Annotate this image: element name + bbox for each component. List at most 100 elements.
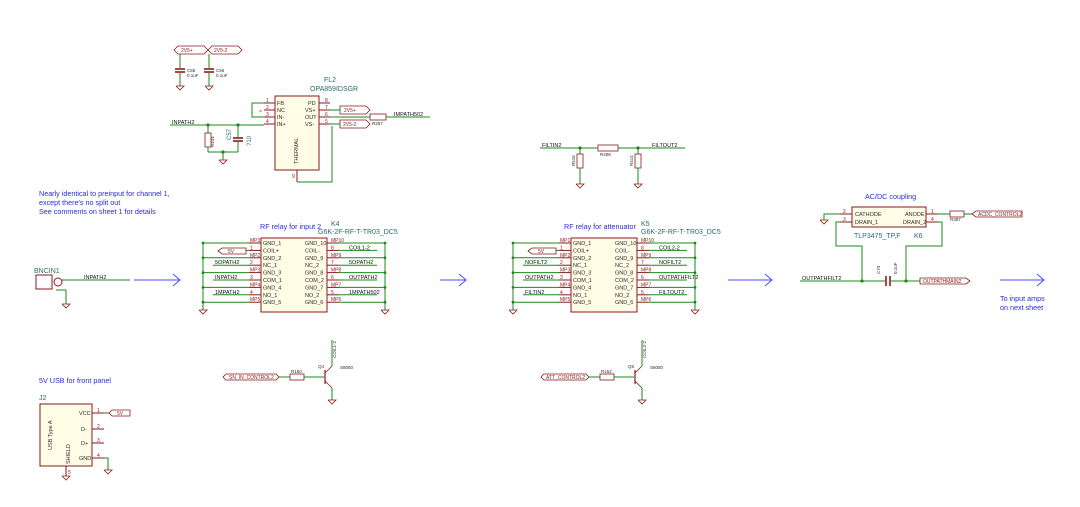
k4-pin-mp3-name: GND_1 [263,241,281,247]
k5-rpin-mp10-name: GND_10 [615,241,636,247]
net-filtout2-label: FILTOUT2 [652,143,677,149]
k4-rpin-8-name: COIL- [305,248,320,254]
usb-j2: J2 USB Type A SHIELD VCC D- D+ GND 1 2 3… [39,395,131,481]
usb-type: USB Type A [48,420,54,450]
k4-pin-mp2-num: MP2 [250,253,261,259]
k4-rpin-5-name: NO_2 [305,293,319,299]
net-inpath2-label: INPATH2 [172,120,194,126]
k4-rpin-7-num: 7 [331,260,334,266]
k6-anode-name: ANODE [905,212,925,218]
k4-pin-2-num: 2 [250,260,253,266]
opamp-pin1-name: FB [277,101,284,107]
k5-net-right-1: COIL2-2 [659,245,680,251]
k5-pin-mp3-name: GND_3 [573,271,591,277]
usb-gnd-name: GND [79,456,91,462]
k4-net-right-7: 1MPATH502 [349,290,380,296]
k5-net-right-7: FILTOUT2 [659,290,684,296]
k5-rpin-mp8-name: GND_8 [615,271,633,277]
r-filt-b-ref: R408 [600,152,611,157]
opamp-pin4-num: 4 [266,119,269,125]
usb-pin1-num: 1 [97,408,100,414]
opamp-pin7-name: VS+ [305,108,316,114]
opamp-body [274,95,320,171]
k5-net-left-3: NOFILT2 [525,260,547,266]
k4-rpin-7-name: NC_2 [305,263,319,269]
k4-rpin-mp6-num: MP6 [331,297,342,303]
k5-rpin-7-name: NC_2 [615,263,629,269]
power-flag-2v5-minus [207,45,243,55]
note-relay2: RF relay for input 2 [260,222,321,231]
k5-pin-3-num: 3 [560,275,563,281]
opamp-thermal-name: THERMAL [294,138,300,164]
opamp-flag-2v5-plus-label: 2V5+ [344,108,356,114]
usb-vcc-name: VCC [79,411,91,417]
c73-value: 0.1uF [893,262,898,274]
note-to-amps-line1: To input amps [1000,294,1045,303]
bnc-connector: BNCIN1 INPATH2 [34,268,130,309]
opamp-pin8-name: PD [308,101,316,107]
relay-k4-part: G6K-2F-RF-T-TR03_DC5 [318,229,398,236]
k5-pin-mp2-num: MP2 [560,253,571,259]
c56-value: 0.1uF [216,73,228,78]
power-flag-2v5-plus-label: 2V5+ [181,48,193,54]
opamp-pin1-num: 1 [266,98,269,104]
k4-rpin-6-num: 6 [331,275,334,281]
k4-pin-mp4-num: MP4 [250,282,261,288]
opamp-pin3-num: 3 [266,112,269,118]
note-relay-att: RF relay for attenuator [564,222,637,231]
k5-rpin-mp9-num: MP9 [641,253,652,259]
driver-q5: ATT_CONTROL2 R152 Q5 S8050 COIL2-2 [540,340,664,405]
net-filtin2-label: FILTIN2 [542,143,561,149]
k6-pin1-num: 1 [931,209,934,215]
flow-arrows [134,273,1045,287]
usb-body [39,403,93,467]
k5-rpin-6-name: COM_2 [615,278,634,284]
net-att-control2-label: ATT_CONTROL2 [546,375,585,381]
relay-k5-body [570,237,638,313]
k5-pin-3-name: COM_1 [573,278,592,284]
k5-net-right-5: OUTPATHFILT2 [659,275,698,281]
k4-pin-1-name: COIL+ [263,248,279,254]
net-outpathmain2-label: OUTPATHMAIN2 [923,279,962,285]
ssr-k6: CATHODE DRAIN_1 ANODE DRAIN_2 2 3 1 4 TL… [800,206,1023,286]
k5-rpin-7-num: 7 [641,260,644,266]
k6-pin2-num: 2 [843,209,846,215]
k4-pin-3-num: 3 [250,275,253,281]
relay-k4-5v-label: 5V [228,249,235,255]
k5-net-left-7: FILTIN2 [525,290,544,296]
c55-ref: C55 [187,68,196,73]
k5-rpin-mp9-name: GND_9 [615,256,633,262]
opamp-pin5-num: 5 [325,119,328,125]
opamp-pin4-name: IN+ [277,122,286,128]
opamp-pin9-num: 9 [292,174,295,180]
r-filt-a-ref: R516 [571,155,576,166]
usb-5v-flag [108,409,131,417]
k4-net-left-3: 5OPATH2 [215,260,239,266]
bnc-ref: BNCIN1 [34,268,60,275]
k4-pin-mp3-num: MP3 [250,238,261,244]
relay-k4-5v-flag [217,247,247,255]
note-acdc: AC/DC coupling [865,192,916,201]
flag-att-control2 [540,373,590,381]
k4-pin-4-num: 4 [250,290,253,296]
relay-k5-5v-label: 5V [538,249,545,255]
k4-pin-mp3-num: MP3 [250,268,261,274]
k5-pin-2-num: 2 [560,260,563,266]
k5-pin-mp1-name: GND_1 [573,241,591,247]
opamp-pin3-name: IN- [277,115,285,121]
k5-rpin-5-name: NO_2 [615,293,629,299]
k5-pin-mp4-name: GND_4 [573,285,591,291]
k4-pin-1-num: 1 [250,245,253,251]
power-flag-2v5-plus [173,45,209,55]
k4-net-left-5: INPATH2 [215,275,237,281]
opamp-ref: FL2 [324,77,336,84]
k5-pin-1-name: COIL+ [573,248,589,254]
filter-network: FILTIN2 R408 FILTOUT2 R516 R414 [540,143,685,189]
opamp-nc-x: × [259,109,262,115]
k6-cathode-name: CATHODE [855,212,882,218]
c56-ref: C56 [216,68,225,73]
k5-pin-2-name: NC_1 [573,263,587,269]
flag-sn-in-control2 [222,373,280,381]
r-base-q5-ref: R152 [601,369,612,374]
